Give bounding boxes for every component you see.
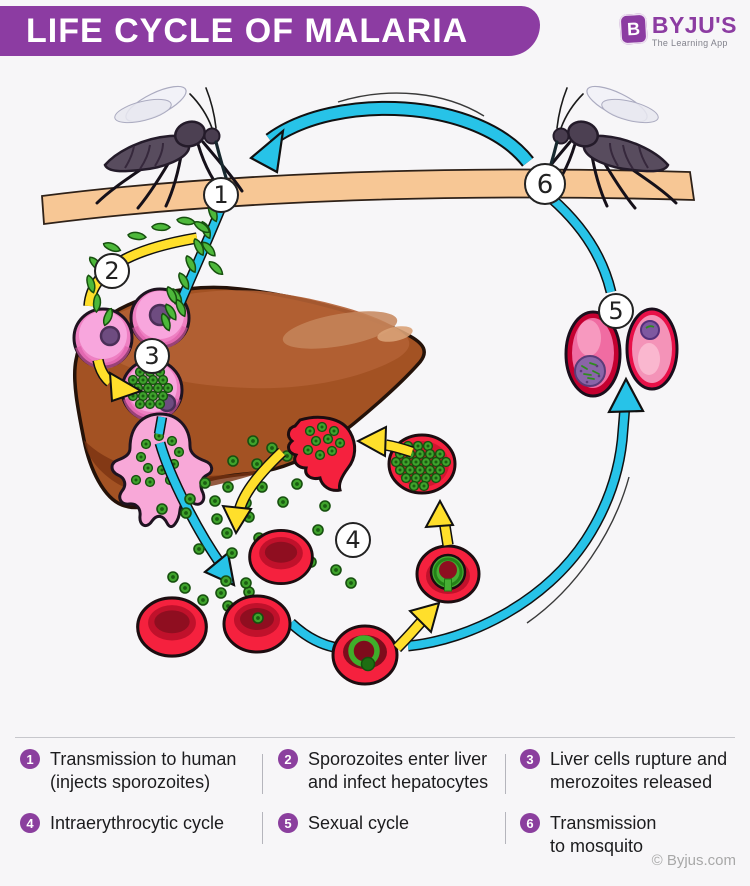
legend-column-divider xyxy=(262,754,263,794)
malaria-cycle-diagram: 1 2 3 4 5 6 xyxy=(0,70,750,732)
step-marker-1: 1 xyxy=(203,177,239,213)
legend-item-5: 5 Sexual cycle xyxy=(278,812,496,835)
legend-text-2: Sporozoites enter liver and infect hepat… xyxy=(308,749,489,792)
step-marker-2: 2 xyxy=(94,253,130,289)
step-badge-3: 3 xyxy=(520,749,540,769)
copyright-note: © Byjus.com xyxy=(651,852,736,869)
step-marker-6: 6 xyxy=(524,163,566,205)
red-blood-cell xyxy=(222,594,292,654)
legend-column-divider xyxy=(262,812,263,844)
step-badge-4: 4 xyxy=(20,813,40,833)
svg-text:5: 5 xyxy=(608,297,623,325)
svg-text:6: 6 xyxy=(537,170,554,200)
legend-item-2: 2 Sporozoites enter liver and infect hep… xyxy=(278,748,496,794)
legend-text-3: Liver cells rupture and merozoites relea… xyxy=(550,749,728,792)
gametocyte-male xyxy=(625,307,679,391)
cyan-arrow-4-to-5 xyxy=(407,376,645,652)
legend-divider-line xyxy=(15,737,735,738)
step-badge-5: 5 xyxy=(278,813,298,833)
cyan-path-1-to-liver xyxy=(153,201,228,435)
legend-text-4: Intraerythrocytic cycle xyxy=(50,813,225,833)
yellow-arrow-rupture-to-reinfection xyxy=(221,447,286,536)
yellow-arrow-schizont-to-rupture xyxy=(355,425,414,458)
red-blood-cell xyxy=(248,528,314,586)
legend-text-5: Sexual cycle xyxy=(308,813,410,833)
svg-text:3: 3 xyxy=(144,342,159,370)
trophozoite-red-blood-cell xyxy=(415,544,481,604)
byjus-logo: B BYJU'S The Learning App xyxy=(619,12,737,48)
legend-column-divider xyxy=(505,812,506,844)
red-blood-cell xyxy=(136,596,208,658)
byjus-logo-icon: B xyxy=(619,13,648,45)
step-marker-4: 4 xyxy=(335,522,371,558)
gametocyte-female xyxy=(564,310,622,398)
thin-arc-top xyxy=(337,92,485,117)
page-title: LIFE CYCLE OF MALARIA xyxy=(26,11,469,50)
title-banner: LIFE CYCLE OF MALARIA xyxy=(0,6,540,56)
yellow-arrow-trophozoite-to-schizont xyxy=(424,498,455,546)
step-marker-3: 3 xyxy=(134,338,170,374)
hepatocyte-cell xyxy=(72,307,134,369)
brand-tagline: The Learning App xyxy=(651,38,728,48)
svg-text:1: 1 xyxy=(213,181,228,209)
yellow-arrow-ring-to-trophozoite xyxy=(392,601,441,653)
ring-stage-red-blood-cell xyxy=(331,624,399,686)
svg-text:4: 4 xyxy=(345,526,360,554)
thin-arc-right xyxy=(526,476,630,624)
step-badge-6: 6 xyxy=(520,813,540,833)
svg-text:2: 2 xyxy=(104,257,119,285)
legend-item-1: 1 Transmission to human (injects sporozo… xyxy=(20,748,255,794)
legend-column-divider xyxy=(505,754,506,794)
cyan-path-6-to-5 xyxy=(547,193,617,294)
legend: 1 Transmission to human (injects sporozo… xyxy=(0,732,750,886)
legend-item-3: 3 Liver cells rupture and merozoites rel… xyxy=(520,748,740,794)
legend-text-6: Transmission to mosquito xyxy=(550,813,657,856)
step-marker-5: 5 xyxy=(598,293,634,329)
brand-name: BYJU'S xyxy=(651,12,737,38)
legend-item-6: 6 Transmission to mosquito xyxy=(520,812,670,858)
legend-text-1: Transmission to human (injects sporozoit… xyxy=(50,749,237,792)
ruptured-red-blood-cell xyxy=(286,415,357,492)
step-badge-1: 1 xyxy=(20,749,40,769)
cyan-connector-rbc xyxy=(287,618,340,654)
merozoite-on-rbc xyxy=(252,612,264,624)
cyan-arrow-transmission-flight xyxy=(249,100,534,174)
step-badge-2: 2 xyxy=(278,749,298,769)
legend-item-4: 4 Intraerythrocytic cycle xyxy=(20,812,255,835)
